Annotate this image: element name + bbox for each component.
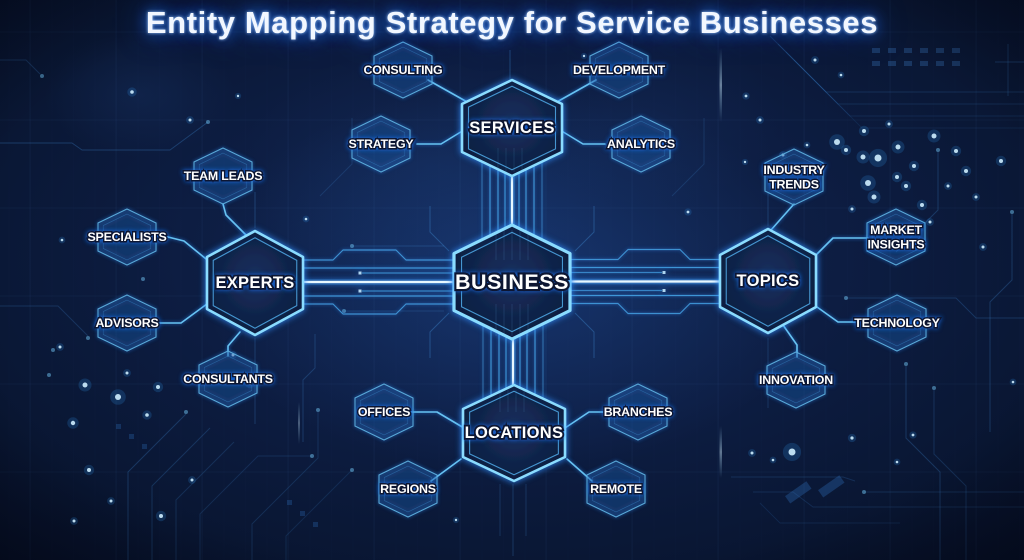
hexagon-branches — [608, 383, 668, 441]
hexagon-consultants-inner-ring — [203, 355, 253, 403]
hexagon-experts — [205, 229, 305, 337]
label-offices: OFFICES — [358, 405, 410, 419]
label-market-insights-line2: INSIGHTS — [868, 238, 925, 252]
label-business: BUSINESS — [455, 270, 569, 294]
page-title: Entity Mapping Strategy for Service Busi… — [145, 5, 879, 40]
hexagon-topics — [718, 227, 818, 335]
label-remote: REMOTE — [590, 482, 642, 496]
hexagon-advisors-inner-ring — [102, 299, 152, 347]
connector-industry-trends — [770, 203, 795, 231]
hexagon-locations-inner-ring — [469, 390, 559, 476]
hexagon-development-inner-ring — [594, 46, 644, 94]
hexagon-inner-details — [495, 148, 529, 412]
hexagon-specialists-inner-ring — [102, 213, 152, 261]
hexagon-consulting-inner-ring — [378, 46, 428, 94]
hexagon-technology-inner-ring — [872, 299, 922, 347]
label-industry-trends-line2: TRENDS — [769, 178, 819, 192]
label-technology: TECHNOLOGY — [854, 316, 940, 330]
connector-branches — [564, 411, 612, 429]
label-services: SERVICES — [469, 119, 555, 137]
hexagon-analytics-inner-ring — [616, 120, 666, 168]
hexagon-market-insights-inner-ring — [871, 213, 921, 261]
hexagon-services-inner-ring — [467, 85, 557, 171]
connector-team-leads — [222, 203, 248, 237]
hexagon-strategy — [351, 115, 411, 173]
label-consultants: CONSULTANTS — [183, 372, 273, 386]
connector-strategy — [416, 129, 465, 145]
label-advisors: ADVISORS — [95, 316, 158, 330]
connector-specialists — [163, 235, 212, 264]
label-industry-trends-line1: INDUSTRY — [763, 163, 825, 177]
hexagon-branches-inner-ring — [613, 388, 663, 436]
label-specialists: SPECIALISTS — [87, 230, 166, 244]
hexagon-industry-trends-inner-ring — [769, 153, 819, 201]
hexagon-consulting — [373, 41, 433, 99]
hexagon-innovation — [766, 351, 826, 409]
hexagon-team-leads — [193, 147, 253, 205]
label-topics: TOPICS — [737, 272, 800, 290]
hexagon-services — [460, 78, 564, 178]
hexagon-topics-inner-ring — [725, 235, 811, 327]
label-team-leads: TEAM LEADS — [184, 169, 263, 183]
hexagon-consultants — [198, 350, 258, 408]
hexagon-remote — [586, 460, 646, 518]
label-strategy: STRATEGY — [349, 137, 415, 151]
hexagon-specialists — [97, 208, 157, 266]
label-market-insights-line1: MARKET — [870, 223, 922, 237]
hexagon-development — [589, 41, 649, 99]
hexagon-strategy-inner-ring — [356, 120, 406, 168]
node-labels: CONSULTING DEVELOPMENT STRATEGY ANALYTICS SE… — [86, 62, 942, 498]
hexagon-offices-inner-ring — [359, 388, 409, 436]
connector-development — [554, 79, 597, 104]
label-innovation: INNOVATION — [759, 373, 833, 387]
label-experts: EXPERTS — [215, 274, 294, 292]
hexagon-offices — [354, 383, 414, 441]
hexagon-business — [452, 223, 572, 341]
hexagon-team-leads-inner-ring — [198, 152, 248, 200]
hexagon-remote-inner-ring — [591, 465, 641, 513]
connector-analytics — [559, 129, 606, 145]
hexagon-innovation-inner-ring — [771, 356, 821, 404]
connector-market-insights — [816, 237, 869, 255]
hexagon-business-inner-ring — [460, 231, 564, 333]
hexagon-advisors — [97, 294, 157, 352]
hexagon-experts-inner-ring — [212, 237, 298, 329]
hexagon-locations — [461, 383, 567, 483]
connector-technology — [816, 306, 858, 323]
hexagon-analytics — [611, 115, 671, 173]
hexagon-regions-inner-ring — [383, 465, 433, 513]
label-locations: LOCATIONS — [465, 424, 564, 442]
label-consulting: CONSULTING — [364, 63, 443, 77]
label-branches: BRANCHES — [604, 405, 673, 419]
bus-core-lines — [301, 174, 722, 387]
satellite-hexagons — [97, 41, 927, 518]
hexagon-technology — [867, 294, 927, 352]
hexagon-industry-trends — [764, 148, 824, 206]
connector-advisors — [159, 300, 212, 324]
label-regions: REGIONS — [380, 482, 436, 496]
hexagon-market-insights — [866, 208, 926, 266]
glow-particles — [56, 52, 1017, 525]
hexagon-regions — [378, 460, 438, 518]
connector-consulting — [427, 79, 470, 104]
label-analytics: ANALYTICS — [607, 137, 675, 151]
connector-offices — [410, 411, 465, 429]
label-development: DEVELOPMENT — [573, 63, 666, 77]
hub-hexagons — [205, 78, 818, 483]
